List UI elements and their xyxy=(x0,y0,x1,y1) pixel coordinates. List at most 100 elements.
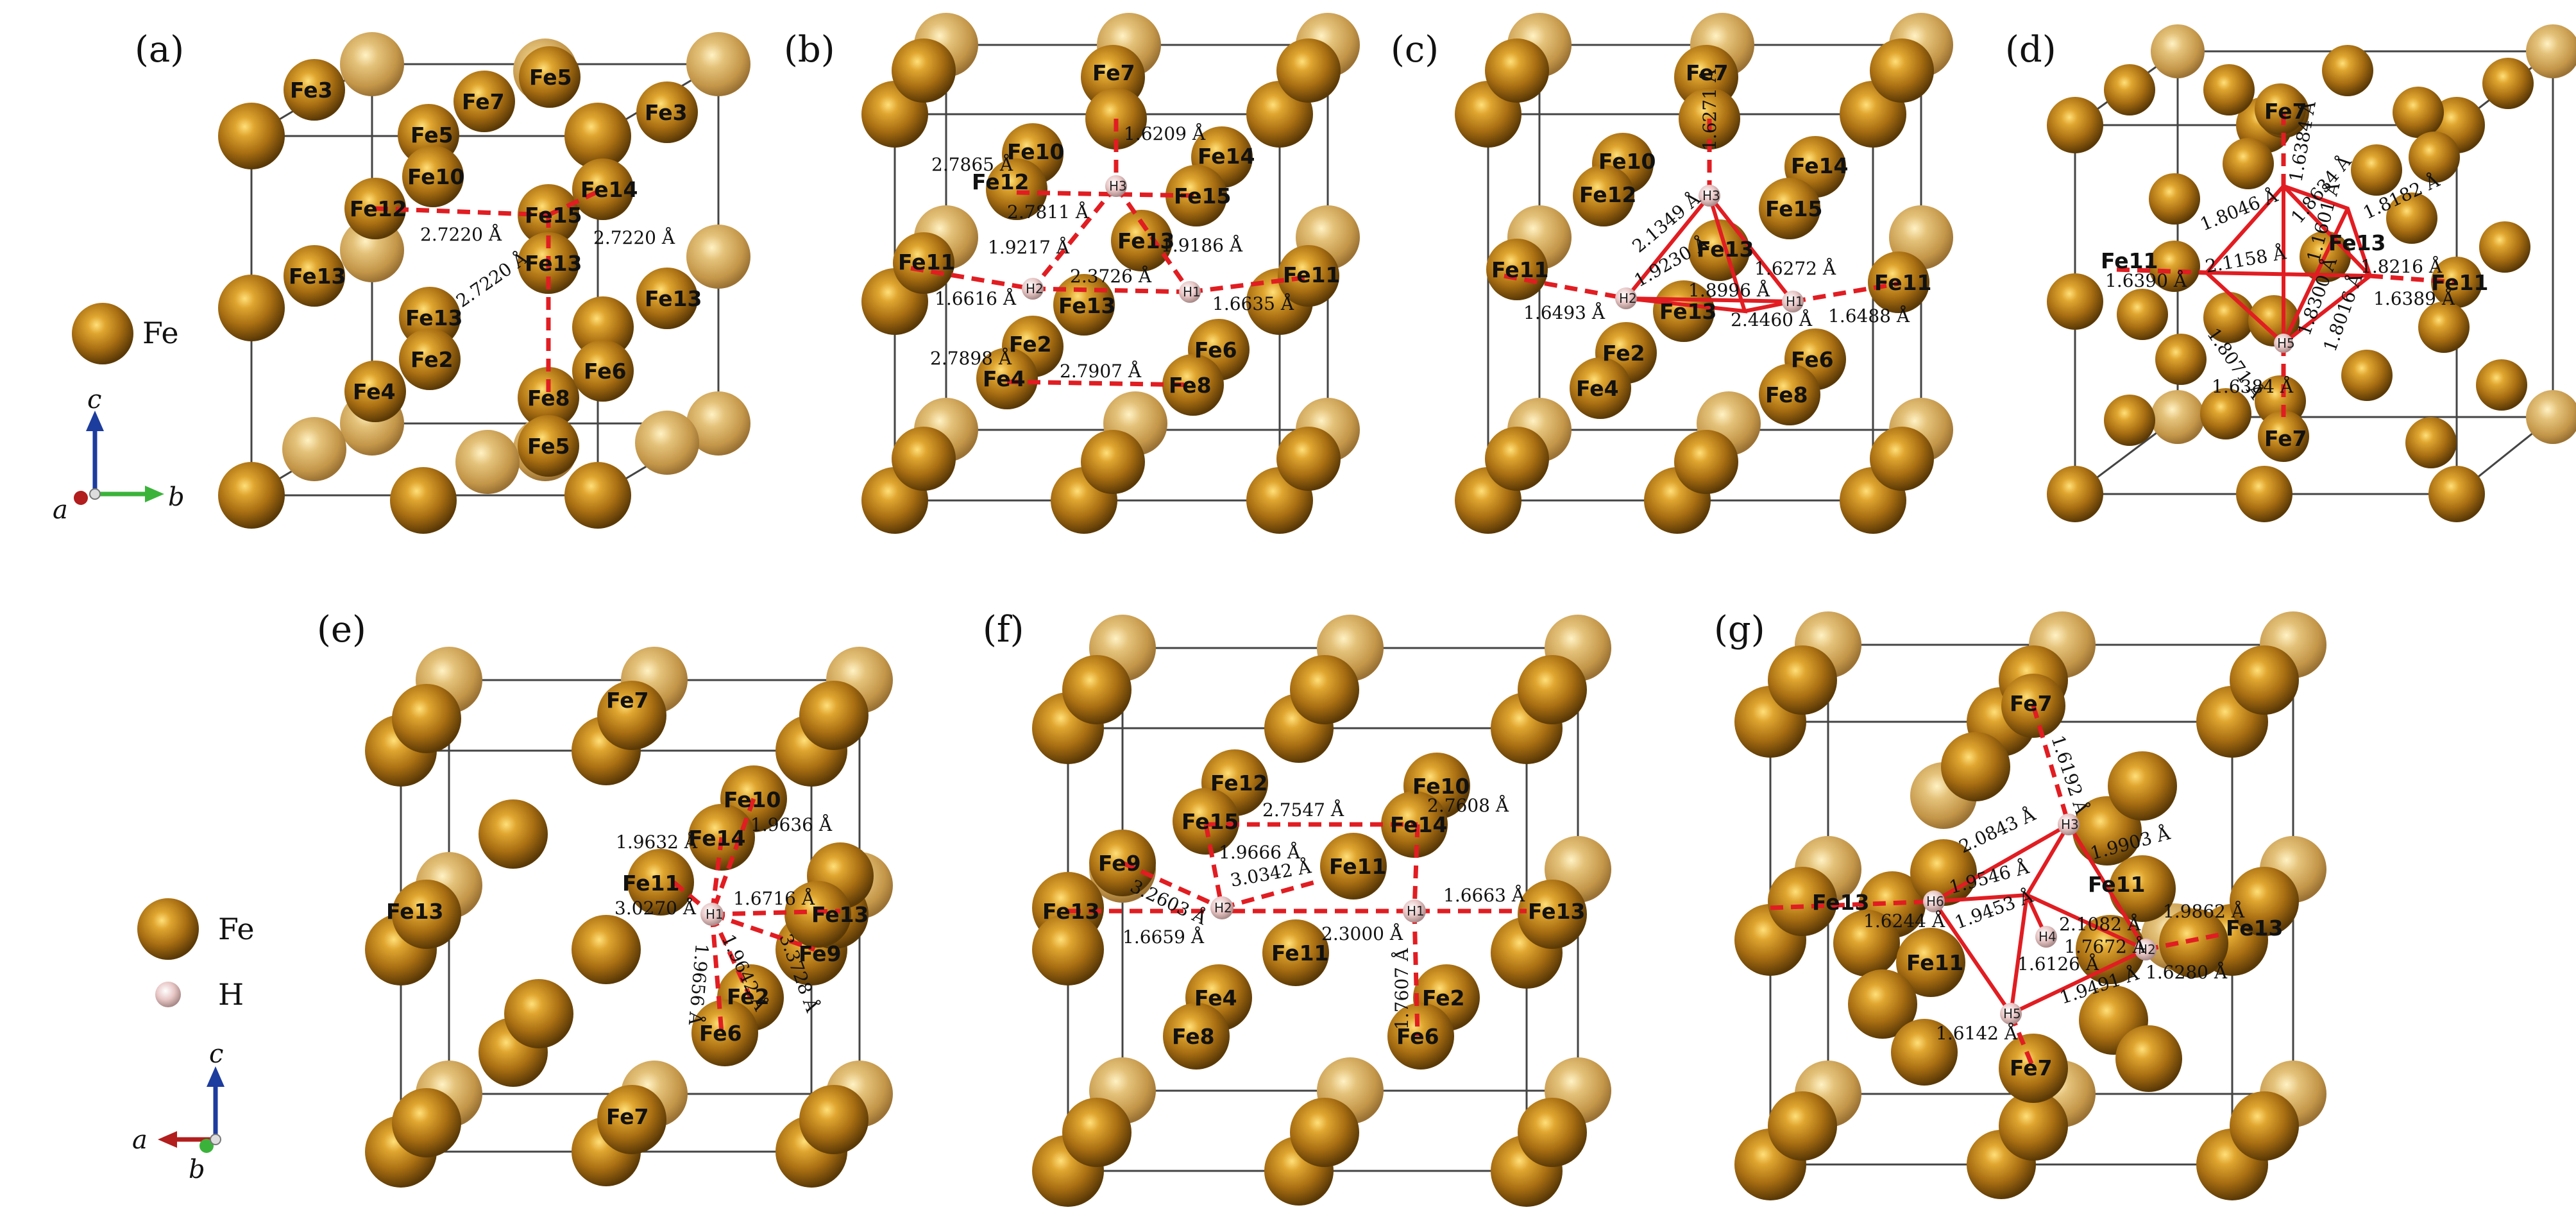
distance-label: 2.7220 Å xyxy=(452,247,532,311)
fe-labels: Fe7 Fe11 Fe13 Fe11 Fe13 Fe7 xyxy=(1812,691,2284,1080)
atom-label: Fe11 xyxy=(1283,262,1341,287)
atom-label: Fe2 xyxy=(411,347,453,372)
atom-label: Fe13 xyxy=(525,251,582,276)
atom-label: Fe13 xyxy=(1812,890,1870,915)
atom-label: Fe14 xyxy=(1198,144,1255,169)
h-atom-label: H1 xyxy=(1786,294,1804,309)
atom-label: Fe11 xyxy=(2101,248,2158,273)
panel-c: H3 H2 H1 Fe7 Fe10 Fe12 Fe14 Fe15 Fe13 Fe… xyxy=(1455,13,1953,534)
atom-label: Fe13 xyxy=(2226,916,2284,941)
fe-atoms xyxy=(2047,24,2576,522)
atom-label: Fe8 xyxy=(1172,1024,1215,1049)
atom-label: Fe7 xyxy=(2264,426,2307,451)
fe-atoms xyxy=(1032,655,1587,1207)
fe-labels: Fe7 Fe13 Fe11 Fe11 Fe7 xyxy=(2101,99,2489,451)
h-atoms: H3 H2 H1 xyxy=(1022,175,1201,303)
distance-label: 1.6493 Å xyxy=(1523,302,1606,323)
panel-d: H5 Fe7 Fe13 Fe11 Fe11 Fe7 1.6384 Å 1.804… xyxy=(2047,24,2576,522)
atom-label: Fe2 xyxy=(1422,985,1465,1011)
atom-label: Fe7 xyxy=(606,1104,649,1129)
distance-label: 2.7898 Å xyxy=(930,348,1012,369)
atom-label: Fe8 xyxy=(1169,373,1212,398)
atom-label: Fe13 xyxy=(645,286,702,311)
distance-label: 2.7220 Å xyxy=(420,224,502,245)
h-atom-label: H5 xyxy=(2003,1006,2021,1021)
fe-legend-label: Fe xyxy=(218,912,255,946)
h-legend-label: H xyxy=(218,977,244,1012)
atom-label: Fe12 xyxy=(350,196,407,221)
axis-label-a: a xyxy=(132,1125,148,1155)
distance-label: 2.1082 Å xyxy=(2059,914,2141,935)
h-atom-label: H4 xyxy=(2038,929,2056,944)
distance-label: 1.6389 Å xyxy=(2373,288,2455,309)
atom-label: Fe4 xyxy=(1576,376,1619,401)
distance-label: 1.7672 Å xyxy=(2064,936,2146,957)
atom-label: Fe13 xyxy=(1528,899,1586,924)
h-atom-label: H1 xyxy=(1183,284,1201,300)
bonds xyxy=(375,187,604,398)
distance-label: 1.6659 Å xyxy=(1123,926,1205,948)
h-atom-label: H3 xyxy=(2061,817,2079,832)
h-atom-label: H2 xyxy=(1214,900,1232,916)
atom-label: Fe11 xyxy=(1491,257,1549,282)
atom-label: Fe11 xyxy=(2088,872,2146,897)
atom-label: Fe6 xyxy=(699,1021,742,1046)
atom-label: Fe15 xyxy=(525,203,582,228)
panel-a: Fe3 Fe5 Fe7 Fe3 Fe5 Fe10 Fe12 Fe15 Fe14 … xyxy=(218,32,750,534)
distance-label: 1.9632 Å xyxy=(616,831,698,853)
atom-label: Fe13 xyxy=(386,899,444,924)
atom-label: Fe13 xyxy=(405,305,463,330)
axis-label-b: b xyxy=(168,482,185,512)
distance-label: 1.6635 Å xyxy=(1212,293,1294,314)
distance-label: 2.7220 Å xyxy=(593,227,675,248)
atom-label: Fe4 xyxy=(1194,985,1237,1011)
distance-label: 3.0270 Å xyxy=(614,898,697,919)
distance-label: 1.8046 Å xyxy=(2197,185,2281,235)
panel-letter-f: (f) xyxy=(983,609,1024,651)
distance-label: 1.6280 Å xyxy=(2146,962,2228,983)
atom-label: Fe13 xyxy=(1659,299,1717,324)
bonds xyxy=(1068,822,1527,1037)
axis-label-b: b xyxy=(189,1155,205,1184)
distance-label: 2.7811 Å xyxy=(1007,201,1089,223)
axes-triad-top: c a b xyxy=(53,385,185,525)
atom-label: Fe11 xyxy=(2431,270,2489,295)
atom-label: Fe7 xyxy=(2010,1055,2053,1080)
atom-label: Fe12 xyxy=(1579,182,1637,207)
fe-labels: Fe7 Fe10 Fe14 Fe11 Fe13 Fe13 Fe9 Fe2 Fe6… xyxy=(386,688,869,1129)
distance-label: 1.6209 Å xyxy=(1124,123,1206,144)
distance-label: 1.9666 Å xyxy=(1219,842,1301,863)
axis-label-c: c xyxy=(87,385,101,414)
atom-label: Fe9 xyxy=(799,941,842,966)
distance-label: 1.9217 Å xyxy=(988,237,1070,258)
atom-label: Fe11 xyxy=(898,250,956,275)
fe-atoms xyxy=(1734,645,2299,1200)
distance-label: 2.7547 Å xyxy=(1262,799,1344,821)
legend-top: Fe xyxy=(72,303,179,364)
h-atoms: H3 H2 H1 xyxy=(1615,185,1804,312)
axis-label-c: c xyxy=(209,1039,223,1069)
panel-letter-d: (d) xyxy=(2005,29,2056,71)
distance-label: 1.6271 Å xyxy=(1699,69,1720,151)
h-atom-label: H1 xyxy=(1407,903,1425,919)
atom-label: Fe2 xyxy=(1009,332,1052,357)
fe-legend-label: Fe xyxy=(142,316,179,350)
panel-f: H2 H1 Fe12 Fe10 Fe15 Fe14 Fe9 Fe11 Fe13 … xyxy=(1032,615,1611,1207)
atom-label: Fe4 xyxy=(353,379,396,404)
atom-label: Fe7 xyxy=(1686,60,1729,85)
h-atoms: H2 H1 xyxy=(1210,896,1426,923)
fe-labels: Fe3 Fe5 Fe7 Fe3 Fe5 Fe10 Fe12 Fe15 Fe14 … xyxy=(289,65,702,459)
atom-label: Fe2 xyxy=(1602,341,1645,366)
h-atom-label: H3 xyxy=(1702,188,1720,203)
atom-label: Fe13 xyxy=(1058,293,1116,318)
atom-label: Fe4 xyxy=(983,366,1026,391)
atom-label: Fe14 xyxy=(580,177,638,202)
distance-label: 1.6272 Å xyxy=(1754,258,1836,279)
atom-label: Fe14 xyxy=(1390,812,1448,837)
atom-label: Fe12 xyxy=(972,169,1030,194)
distance-label: 2.3000 Å xyxy=(1321,923,1403,944)
atom-label: Fe10 xyxy=(1007,139,1065,164)
legend-bottom: Fe H xyxy=(137,898,255,1012)
distance-label: 1.8216 Å xyxy=(2360,256,2443,277)
h-atom-label: H1 xyxy=(706,907,724,922)
